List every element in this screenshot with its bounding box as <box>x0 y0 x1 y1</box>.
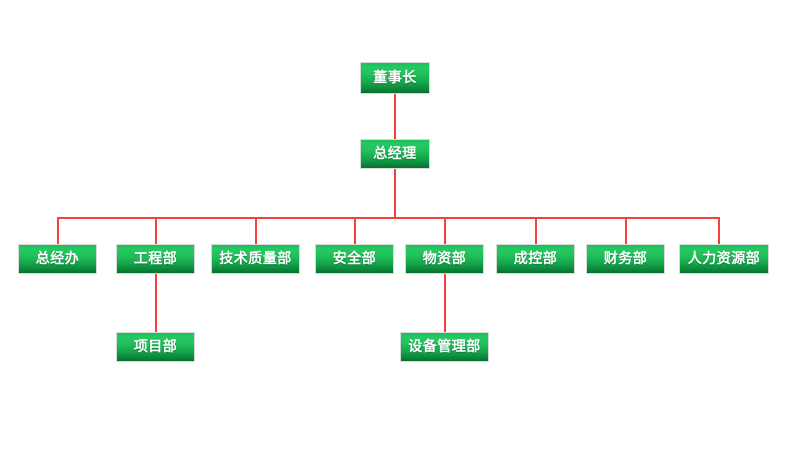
org-node-label: 成控部 <box>513 251 558 267</box>
connector-drop-finance <box>625 217 627 244</box>
org-node-tech-quality[interactable]: 技术质量部 <box>211 244 300 274</box>
connector-drop-gm-office <box>57 217 59 244</box>
connector-drop-cost-control <box>535 217 537 244</box>
org-node-label: 安全部 <box>332 251 377 267</box>
org-node-label: 项目部 <box>133 339 178 355</box>
connector-materials-to-equipment <box>444 274 446 332</box>
org-node-engineering[interactable]: 工程部 <box>116 244 195 274</box>
org-node-label: 技术质量部 <box>219 251 292 267</box>
org-node-materials[interactable]: 物资部 <box>405 244 484 274</box>
org-node-safety[interactable]: 安全部 <box>315 244 394 274</box>
org-node-label: 总经理 <box>373 146 417 162</box>
org-node-hr[interactable]: 人力资源部 <box>679 244 769 274</box>
org-node-label: 物资部 <box>422 251 467 267</box>
org-node-chairman[interactable]: 董事长 <box>360 62 430 94</box>
org-node-label: 总经办 <box>35 251 80 267</box>
connector-drop-hr <box>718 217 720 244</box>
org-node-label: 工程部 <box>133 251 178 267</box>
connector-horizontal-bus <box>57 217 719 219</box>
org-node-label: 董事长 <box>373 70 417 86</box>
org-node-gm-office[interactable]: 总经办 <box>18 244 97 274</box>
org-node-finance[interactable]: 财务部 <box>586 244 665 274</box>
connector-engineering-to-project <box>155 274 157 332</box>
connector-gm-to-bus <box>394 169 396 218</box>
connector-drop-materials <box>444 217 446 244</box>
connector-drop-tech-quality <box>255 217 257 244</box>
org-node-equipment[interactable]: 设备管理部 <box>400 332 489 362</box>
org-node-label: 财务部 <box>603 251 648 267</box>
org-node-general-manager[interactable]: 总经理 <box>360 139 430 169</box>
org-node-project[interactable]: 项目部 <box>116 332 195 362</box>
org-node-cost-control[interactable]: 成控部 <box>496 244 575 274</box>
connector-chairman-to-gm <box>394 94 396 139</box>
connector-drop-safety <box>354 217 356 244</box>
org-node-label: 设备管理部 <box>408 339 481 355</box>
connector-drop-engineering <box>155 217 157 244</box>
org-node-label: 人力资源部 <box>687 251 761 267</box>
